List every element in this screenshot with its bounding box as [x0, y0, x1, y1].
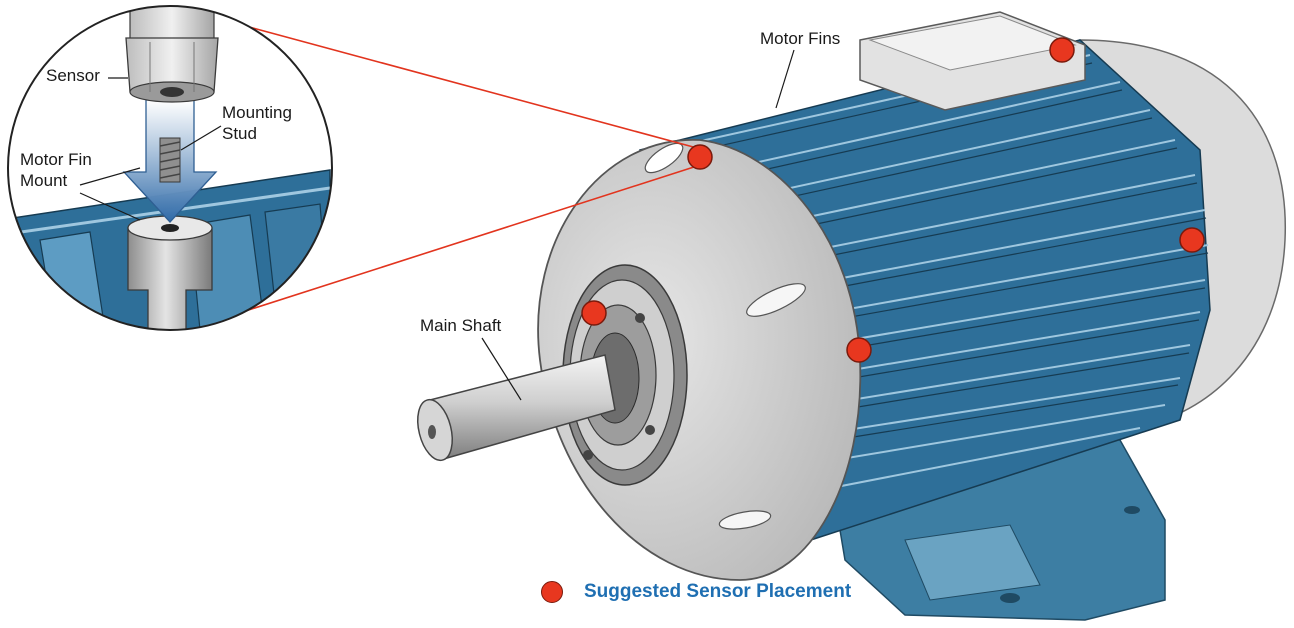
motor-fin-mount-label-line2: Mount	[20, 171, 68, 190]
main-shaft-label: Main Shaft	[420, 316, 502, 335]
motor-fins-label: Motor Fins	[760, 29, 840, 48]
placement-marker-terminal-box	[1049, 37, 1075, 63]
placement-marker-rear	[1179, 227, 1205, 253]
mounting-stud	[159, 137, 181, 183]
legend-marker-icon	[541, 581, 563, 603]
mounting-stud-label-line1: Mounting	[222, 103, 292, 122]
cooling-fins	[659, 54, 1209, 496]
legend-label: Suggested Sensor Placement	[584, 581, 852, 602]
motor-fin-mount-label-line1: Motor Fin	[20, 150, 92, 169]
motor-body	[417, 11, 1287, 621]
sensor-placement-markers	[581, 37, 1205, 363]
sensor-label: Sensor	[46, 66, 100, 85]
placement-marker-front-top	[687, 144, 713, 170]
motor-fins-leader	[775, 49, 795, 109]
callout-lines	[204, 23, 698, 325]
mounting-stud-label-line2: Stud	[222, 124, 257, 143]
sensor-detail-inset: Sensor Mounting Stud Motor Fin Mount	[7, 5, 333, 331]
main-shaft	[417, 354, 616, 462]
placement-marker-fin-side	[846, 337, 872, 363]
sensor-body	[125, 6, 219, 103]
placement-marker-bearing	[581, 300, 607, 326]
main-shaft-leader	[481, 337, 522, 401]
